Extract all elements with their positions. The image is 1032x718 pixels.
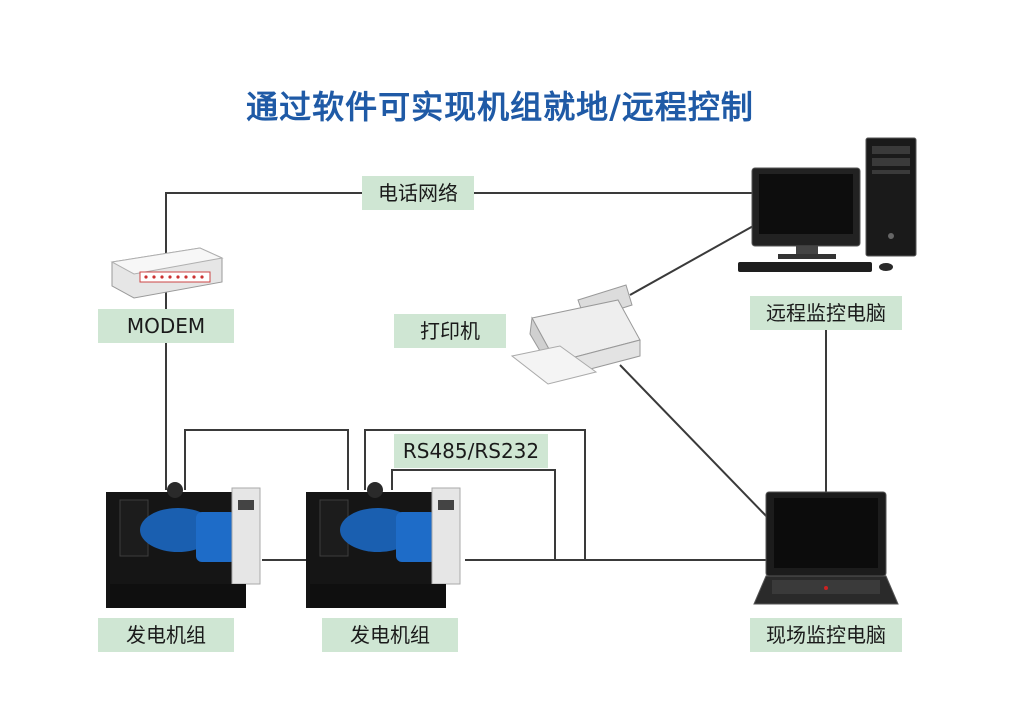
modem-device [110, 247, 224, 299]
local-laptop-device [753, 491, 899, 605]
local-pc-label: 现场监控电脑 [750, 618, 902, 652]
rs485-label: RS485/RS232 [394, 434, 548, 468]
rs485-outer-line [364, 429, 586, 560]
printer-to-laptop-line [619, 364, 771, 521]
genset-1-device [106, 482, 261, 608]
remote-pc-device [738, 137, 917, 272]
printer-label: 打印机 [394, 314, 506, 348]
printer-to-remote-pc-line [629, 224, 756, 296]
modem-label: MODEM [98, 309, 234, 343]
genset-2-label: 发电机组 [322, 618, 458, 652]
phone-line [165, 192, 755, 270]
printer-device [510, 284, 641, 385]
phone-network-label: 电话网络 [362, 176, 474, 210]
remote-pc-label: 远程监控电脑 [750, 296, 902, 330]
genset-1-label: 发电机组 [98, 618, 234, 652]
diagram-title: 通过软件可实现机组就地/远程控制 [246, 88, 754, 126]
rs485-inner-line [391, 469, 556, 560]
genset-2-device [306, 482, 461, 608]
genset-loop-line [184, 429, 349, 490]
connection-lines [165, 192, 827, 561]
